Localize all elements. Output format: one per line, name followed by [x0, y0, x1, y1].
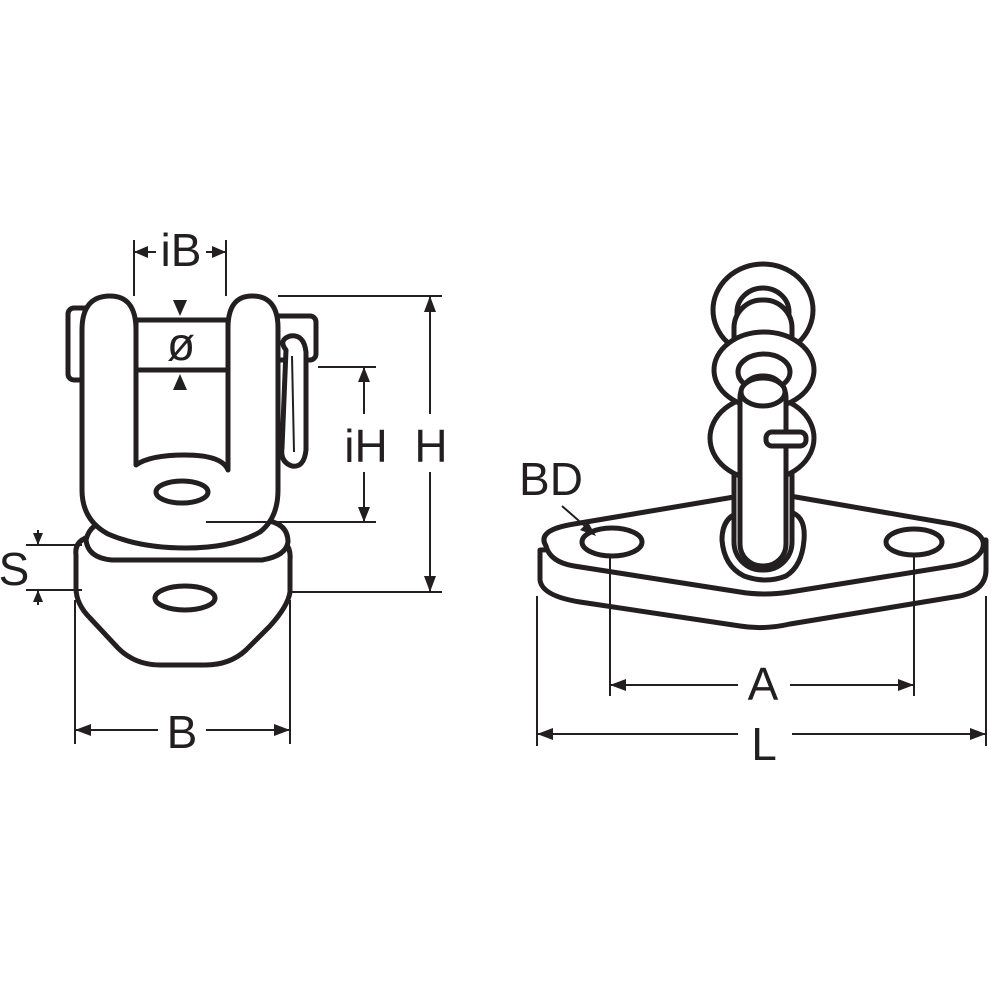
S-arrow-top	[33, 533, 43, 545]
ring-clip	[763, 429, 809, 449]
clevis-eye	[153, 478, 211, 506]
label-BD: BD	[519, 453, 583, 505]
split-ring-inner	[291, 355, 295, 453]
H-arrow-top	[424, 296, 436, 312]
label-L: L	[751, 718, 777, 770]
iB-arrow-left	[134, 246, 148, 258]
BD-arrow	[580, 522, 596, 536]
L-arrow-right	[970, 728, 986, 740]
iB-arrow-right	[212, 246, 226, 258]
label-S: S	[0, 543, 29, 595]
S-arrow-bottom	[33, 590, 43, 602]
iH-arrow-bottom	[358, 507, 370, 522]
label-iB: iB	[161, 224, 202, 276]
label-A: A	[748, 658, 779, 710]
A-arrow-left	[610, 679, 626, 691]
side-hole-left	[579, 525, 645, 559]
side-view: BD A L	[519, 261, 989, 770]
front-base-hole	[152, 583, 218, 613]
label-iH: iH	[344, 420, 387, 472]
pin-dia-arrow-top	[173, 300, 187, 316]
B-arrow-right	[274, 724, 290, 736]
H-arrow-bottom	[424, 576, 436, 592]
label-pin-diameter: ø	[167, 318, 195, 370]
front-view: iB ø iH H S B	[0, 224, 448, 758]
side-hole-right	[883, 526, 945, 558]
A-arrow-right	[898, 679, 914, 691]
side-pin-cap	[738, 375, 788, 409]
iH-arrow-top	[358, 367, 370, 382]
clevis-pin	[133, 317, 231, 373]
pin-dia-arrow-bottom	[173, 374, 187, 390]
label-H: H	[414, 420, 447, 472]
L-arrow-left	[537, 728, 553, 740]
B-arrow-left	[75, 724, 91, 736]
label-B: B	[167, 706, 198, 758]
